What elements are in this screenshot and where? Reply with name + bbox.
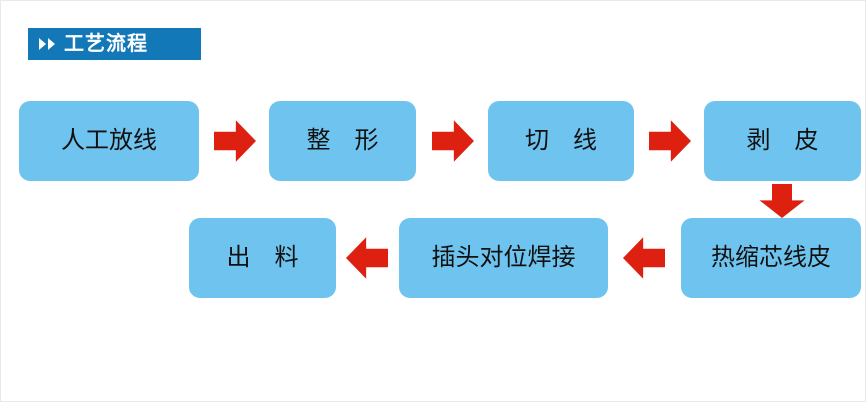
flow-node-label: 整 形: [306, 127, 379, 154]
flow-arrow-down-icon: [757, 184, 807, 218]
section-header-banner: 工艺流程: [28, 28, 201, 60]
flow-node-label: 插头对位焊接: [431, 244, 576, 271]
flow-node-label: 出 料: [226, 244, 299, 271]
flow-arrow-right-icon: [432, 118, 474, 164]
flow-node-label: 切 线: [525, 127, 597, 154]
flow-node-label: 热缩芯线皮: [711, 244, 831, 271]
flow-node-label: 人工放线: [61, 127, 157, 154]
flow-node-label: 剥 皮: [746, 127, 819, 154]
double-chevron-right-icon: [39, 38, 55, 50]
flow-node-wire-cutting[interactable]: 切 线: [488, 101, 634, 181]
flow-arrow-right-icon: [649, 118, 691, 164]
flow-arrow-left-icon: [346, 235, 388, 281]
flow-node-heat-shrink-core-sheath[interactable]: 热缩芯线皮: [681, 218, 861, 298]
flow-node-plug-alignment-welding[interactable]: 插头对位焊接: [399, 218, 608, 298]
flow-node-discharge[interactable]: 出 料: [189, 218, 336, 298]
flow-node-manual-wire-laying[interactable]: 人工放线: [19, 101, 199, 181]
flow-arrow-right-icon: [214, 118, 256, 164]
flow-node-shaping[interactable]: 整 形: [269, 101, 416, 181]
flow-arrow-left-icon: [623, 235, 665, 281]
page-title: 工艺流程: [64, 33, 148, 55]
flow-node-stripping[interactable]: 剥 皮: [704, 101, 861, 181]
